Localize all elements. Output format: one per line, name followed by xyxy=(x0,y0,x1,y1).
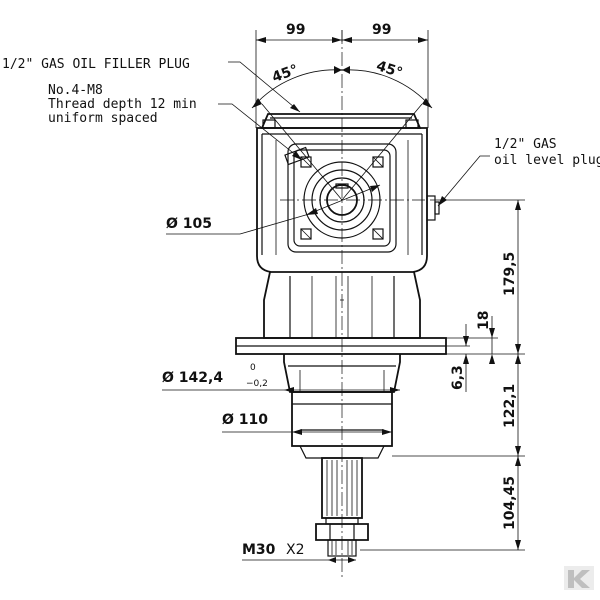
output-shaft xyxy=(315,457,369,557)
dim-dia-142: Ø 142,4 0 −0,2 xyxy=(162,363,400,393)
dia-110-label: Ø 110 xyxy=(222,412,268,428)
holes-line3: uniform spaced xyxy=(48,111,158,126)
dim-dia-110: Ø 110 xyxy=(222,412,392,435)
dim-top-right-label: 99 xyxy=(372,22,391,38)
dim-dia-105: Ø 105 xyxy=(166,184,381,235)
thread-label: M30 xyxy=(242,542,276,558)
holes-line2: Thread depth 12 min xyxy=(48,97,197,112)
dia-142-label: Ø 142,4 xyxy=(162,370,223,386)
kramp-k-logo-icon xyxy=(564,566,594,590)
level-plug-line2: oil level plug xyxy=(494,153,600,168)
dim-width-top: 99 99 xyxy=(255,22,429,128)
holes-line1: No.4-M8 xyxy=(48,83,103,98)
mounting-flange xyxy=(235,337,447,355)
note-thread-holes: No.4-M8 Thread depth 12 min uniform spac… xyxy=(48,83,303,161)
note-level-plug: 1/2" GAS oil level plug xyxy=(437,137,600,207)
note-filler-plug: 1/2" GAS OIL FILLER PLUG xyxy=(2,57,301,113)
gearbox-housing xyxy=(256,113,440,273)
level-plug-line1: 1/2" GAS xyxy=(494,137,557,152)
oil-level-plug xyxy=(426,195,440,221)
angle-right-label: 45° xyxy=(374,58,404,81)
angle-left-label: 45° xyxy=(270,62,300,86)
center-lines xyxy=(280,30,425,580)
h-122-label: 122,1 xyxy=(502,384,518,428)
dim-heights: 179,5 122,1 104,45 18 6,3 xyxy=(360,199,525,551)
dim-thread: M30 X2 xyxy=(242,542,356,563)
thread-qty-label: X2 xyxy=(286,542,305,558)
h-104-label: 104,45 xyxy=(502,476,518,530)
oil-filler-plug xyxy=(284,146,310,166)
h-179-label: 179,5 xyxy=(502,252,518,296)
dia-142-tol-upper: 0 xyxy=(250,363,256,373)
h-6-label: 6,3 xyxy=(450,365,466,390)
input-shaft-bore xyxy=(303,161,381,239)
dim-top-left-label: 99 xyxy=(286,22,305,38)
h-18-label: 18 xyxy=(476,311,492,330)
dia-105-label: Ø 105 xyxy=(166,216,212,232)
dia-142-tol-lower: −0,2 xyxy=(246,379,268,389)
filler-plug-label: 1/2" GAS OIL FILLER PLUG xyxy=(2,57,190,72)
bolt-holes xyxy=(300,156,384,240)
